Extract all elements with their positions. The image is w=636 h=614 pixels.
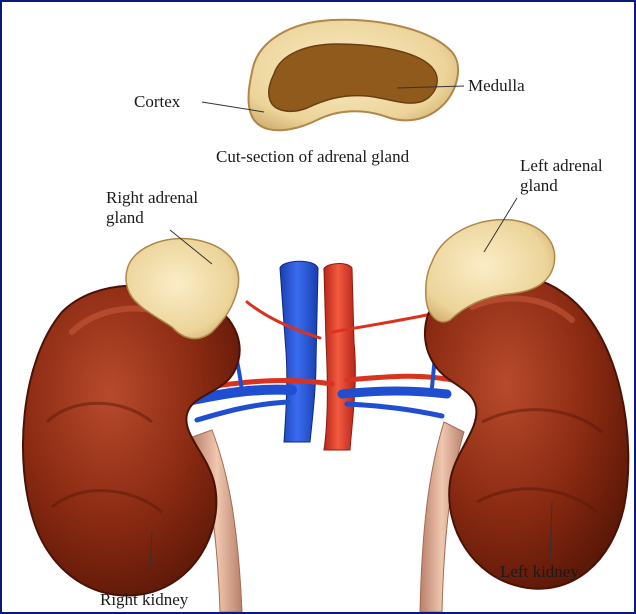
- medulla-label: Medulla: [468, 76, 525, 96]
- right-kidney-label: Right kidney: [100, 590, 188, 610]
- vena-cava: [280, 261, 318, 442]
- cut-section-caption: Cut-section of adrenal gland: [216, 147, 409, 167]
- cortex-label: Cortex: [134, 92, 180, 112]
- adrenal-cut-section: [202, 20, 464, 131]
- left-kidney-label: Left kidney: [500, 562, 579, 582]
- left-adrenal-label: Left adrenal gland: [520, 156, 603, 196]
- great-vessels: [280, 261, 355, 450]
- aorta: [324, 264, 355, 450]
- right-adrenal-label: Right adrenal gland: [106, 188, 198, 228]
